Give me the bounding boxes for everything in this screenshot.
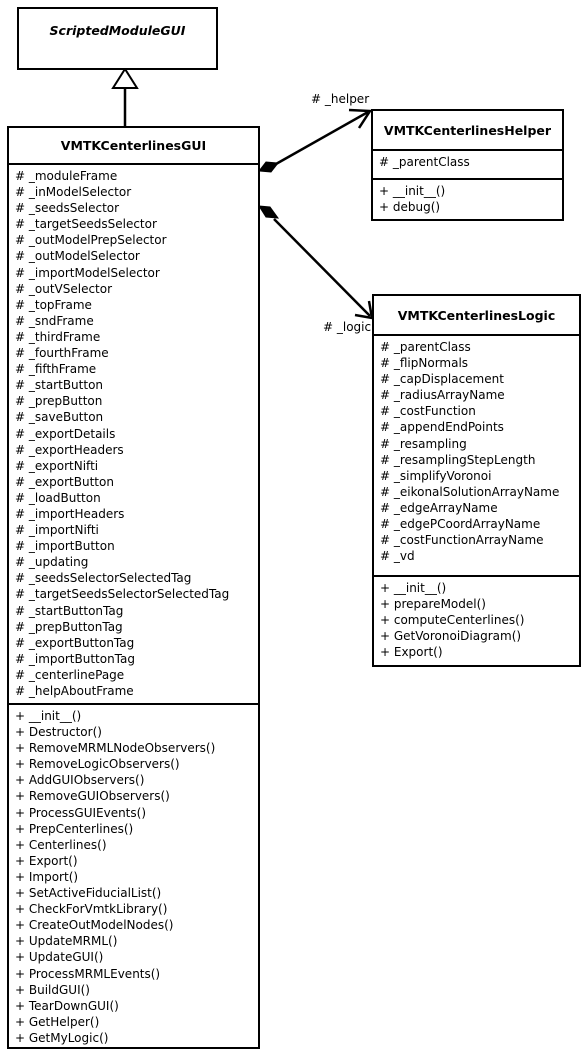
class-attribute: # _costFunction	[380, 404, 476, 419]
class-attribute: # _exportDetails	[15, 426, 116, 441]
class-method: + RemoveMRMLNodeObservers()	[15, 741, 216, 756]
class-attribute: # _targetSeedsSelectorSelectedTag	[15, 587, 230, 602]
helper-open-arrow	[348, 108, 373, 129]
class-method: + Import()	[15, 869, 79, 884]
class-method: + __init__()	[380, 581, 447, 595]
class-method: + __init__()	[379, 184, 446, 198]
class-name: VMTKCenterlinesHelper	[383, 122, 552, 138]
class-method: + BuildGUI()	[15, 982, 90, 997]
class-attribute: # _appendEndPoints	[380, 420, 504, 435]
class-attribute: # _vd	[380, 549, 415, 564]
class-attribute: # _fourthFrame	[15, 346, 109, 361]
class-attribute: # _importNifti	[15, 523, 99, 538]
class-method: + CheckForVmtkLibrary()	[15, 902, 168, 917]
logic-composition-diamond	[258, 205, 280, 219]
class-attribute: # _edgePCoordArrayName	[380, 517, 541, 532]
class-name: ScriptedModuleGUI	[49, 22, 186, 38]
inheritance-arrowhead	[111, 67, 139, 89]
class-attribute: # _startButtonTag	[15, 603, 124, 618]
class-attribute: # _seedsSelector	[15, 201, 120, 216]
class-attribute: # _resamplingStepLength	[380, 452, 536, 467]
class-attribute: # _exportButton	[15, 474, 114, 489]
logic-composition-line	[273, 218, 371, 317]
class-attribute: # _costFunctionArrayName	[380, 533, 544, 548]
class-attribute: # _updating	[15, 555, 89, 570]
class-method: + CreateOutModelNodes()	[15, 918, 174, 933]
class-attribute: # _capDisplacement	[380, 372, 504, 387]
class-attribute: # _saveButton	[15, 410, 104, 425]
class-method: + UpdateMRML()	[15, 934, 118, 949]
class-attribute: # _prepButtonTag	[15, 619, 123, 634]
class-attribute: # _importButton	[15, 539, 115, 554]
class-attribute: # _importHeaders	[15, 506, 125, 521]
method-list: + __init__() + debug()	[373, 178, 562, 215]
class-method: + GetVoronoiDiagram()	[380, 629, 522, 644]
class-method: + GetHelper()	[15, 1014, 100, 1029]
class-attribute: # _exportNifti	[15, 458, 99, 473]
class-method: + ProcessMRMLEvents()	[15, 966, 161, 981]
class-attribute: # _parentClass	[379, 155, 470, 169]
class-method: + UpdateGUI()	[15, 950, 104, 965]
class-attribute: # _prepButton	[15, 394, 103, 409]
class-method: + Centerlines()	[15, 837, 107, 852]
class-method: + GetMyLogic()	[15, 1030, 109, 1045]
class-attribute: # _edgeArrayName	[380, 500, 498, 515]
class-method: + Destructor()	[15, 725, 102, 740]
class-method: + prepareModel()	[380, 597, 486, 612]
class-method: + ProcessGUIEvents()	[15, 805, 147, 820]
class-attribute: # _outModelSelector	[15, 249, 140, 264]
logic-role-label: # _logic	[323, 320, 372, 334]
class-vmtk-centerlines-helper: VMTKCenterlinesHelper # _parentClass + _…	[371, 109, 564, 221]
class-method: + SetActiveFiducialList()	[15, 886, 162, 901]
class-attribute: # _eikonalSolutionArrayName	[380, 484, 560, 499]
class-attribute: # _outModelPrepSelector	[15, 233, 167, 248]
class-method: + Export()	[380, 645, 443, 660]
class-attribute: # _thirdFrame	[15, 329, 101, 344]
method-list: + __init__() + prepareModel()+ computeCen…	[374, 575, 579, 660]
class-attribute: # _resampling	[380, 436, 467, 451]
class-attribute: # _flipNormals	[380, 356, 469, 371]
class-attribute: # _inModelSelector	[15, 185, 132, 200]
class-attribute: # _helpAboutFrame	[15, 684, 134, 698]
class-attribute: # _outVSelector	[15, 281, 113, 296]
class-attribute: # _loadButton	[15, 490, 101, 505]
class-vmtk-centerlines-gui: VMTKCenterlinesGUI # _moduleFrame # _inMo…	[7, 126, 260, 1049]
class-attribute: # _centerlinePage	[15, 667, 125, 682]
class-attribute: # _fifthFrame	[15, 362, 97, 377]
class-attribute: # _radiusArrayName	[380, 388, 505, 403]
helper-composition-line	[275, 110, 369, 166]
attribute-list: # _moduleFrame# _inModelSelector# _seeds…	[9, 163, 258, 703]
class-name: VMTKCenterlinesGUI	[60, 138, 207, 153]
helper-role-label: # _helper	[311, 92, 370, 106]
class-attribute: # _seedsSelectorSelectedTag	[15, 571, 192, 586]
helper-composition-diamond	[258, 161, 279, 173]
class-vmtk-centerlines-logic: VMTKCenterlinesLogic # _parentClass # _fl…	[372, 294, 581, 667]
class-attribute: # _exportButtonTag	[15, 635, 135, 650]
class-method: + computeCenterlines()	[380, 613, 525, 628]
class-attribute: # _moduleFrame	[15, 169, 118, 183]
class-attribute: # _parentClass	[380, 340, 471, 354]
attribute-list: # _parentClass	[373, 149, 562, 178]
attribute-list: # _parentClass # _flipNormals# _capDispla…	[374, 334, 579, 575]
class-method: + AddGUIObservers()	[15, 773, 145, 788]
class-method: + TearDownGUI()	[15, 998, 119, 1013]
class-attribute: # _targetSeedsSelector	[15, 217, 157, 232]
class-attribute: # _startButton	[15, 378, 104, 393]
class-attribute: # _importModelSelector	[15, 265, 160, 280]
class-attribute: # _exportHeaders	[15, 442, 124, 457]
class-scripted-module-gui: ScriptedModuleGUI	[17, 7, 218, 70]
class-method: + RemoveLogicObservers()	[15, 757, 180, 772]
class-method: + RemoveGUIObservers()	[15, 789, 170, 804]
class-attribute: # _sndFrame	[15, 313, 94, 328]
class-method: + Export()	[15, 853, 78, 868]
class-method: + debug()	[379, 200, 441, 215]
class-attribute: # _topFrame	[15, 297, 92, 312]
class-attribute: # _importButtonTag	[15, 651, 135, 666]
class-method: + PrepCenterlines()	[15, 821, 134, 836]
class-method: + __init__()	[15, 709, 82, 723]
class-attribute: # _simplifyVoronoi	[380, 468, 492, 483]
class-name: VMTKCenterlinesLogic	[397, 307, 556, 323]
method-list: + __init__() + Destructor()+ RemoveMRMLNo…	[9, 703, 258, 1046]
